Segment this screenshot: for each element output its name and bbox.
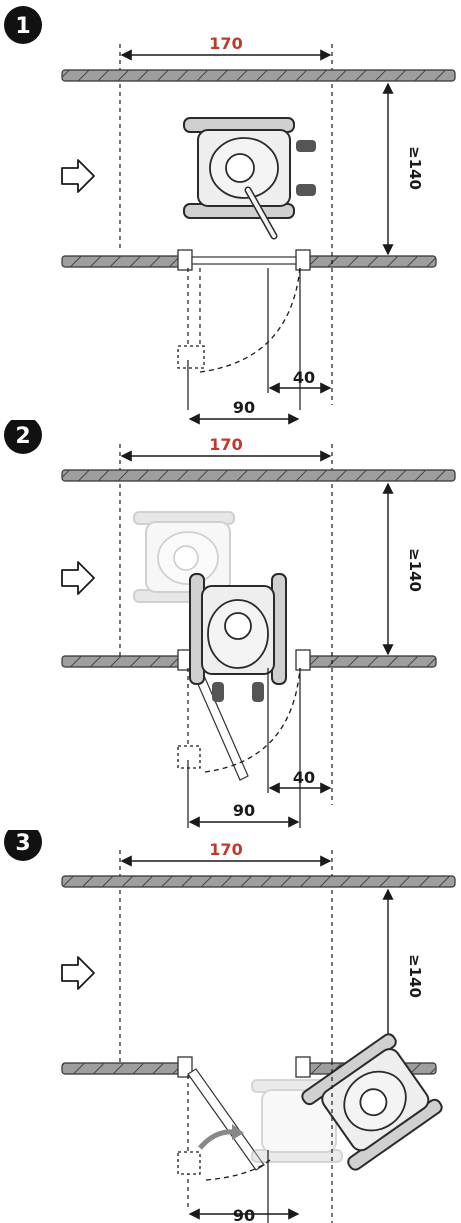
width-dimension: 170 bbox=[119, 840, 333, 1066]
curved-arrow-icon bbox=[198, 1124, 244, 1150]
door-label: 90 bbox=[233, 398, 255, 417]
panel-1: 1 170 ≥140 bbox=[0, 0, 461, 410]
side-label: 40 bbox=[293, 768, 315, 787]
door-label: 90 bbox=[233, 801, 255, 820]
side-label: 40 bbox=[293, 368, 315, 387]
width-label: 170 bbox=[209, 435, 242, 454]
door-label: 90 bbox=[233, 1206, 255, 1223]
clearance-label: ≥140 bbox=[406, 954, 424, 998]
clearance-dimension: ≥140 bbox=[382, 888, 424, 1063]
corridor-wall-bottom bbox=[61, 249, 437, 271]
corridor-wall-top bbox=[61, 875, 456, 888]
panel-1-door-dim: 90 bbox=[0, 395, 461, 425]
panel-1-drawing: 1 170 ≥140 bbox=[4, 6, 456, 410]
step-badge: 1 bbox=[4, 6, 42, 44]
panel-2: 2 170 ≥140 bbox=[0, 420, 461, 830]
corridor-wall-bottom bbox=[61, 649, 437, 781]
door-dimension: 90 bbox=[188, 1206, 300, 1223]
step-number: 3 bbox=[15, 831, 30, 856]
clearance-dimension: ≥140 bbox=[382, 482, 424, 656]
panel-3: 3 170 ≥140 bbox=[0, 830, 461, 1223]
wheelchair-user-icon bbox=[189, 573, 287, 702]
step-number: 1 bbox=[15, 14, 30, 39]
panel-3-drawing: 3 170 ≥140 bbox=[4, 830, 456, 1223]
corridor-wall-top bbox=[61, 469, 456, 482]
panel-2-drawing: 2 170 ≥140 bbox=[4, 420, 456, 828]
corridor-wall-top bbox=[61, 69, 456, 82]
door-swing bbox=[177, 667, 301, 773]
door-swing bbox=[177, 1061, 333, 1223]
step-badge: 2 bbox=[4, 420, 42, 454]
wheelchair-user-icon bbox=[301, 1033, 443, 1171]
arrow-right-icon bbox=[61, 159, 95, 193]
door-dimension: 40 90 bbox=[187, 652, 333, 828]
step-number: 2 bbox=[15, 424, 30, 449]
wheelchair-user-icon bbox=[183, 117, 316, 240]
arrow-right-icon bbox=[61, 956, 95, 990]
arrow-right-icon bbox=[61, 561, 95, 595]
clearance-dimension: ≥140 bbox=[382, 82, 424, 256]
clearance-label: ≥140 bbox=[406, 548, 424, 592]
clearance-label: ≥140 bbox=[406, 146, 424, 190]
door-swing bbox=[177, 267, 301, 373]
width-label: 170 bbox=[209, 34, 242, 53]
width-label: 170 bbox=[209, 840, 242, 859]
step-badge: 3 bbox=[4, 830, 42, 861]
door-dimension: 40 bbox=[187, 252, 333, 410]
wheelchair-user-ghost-icon bbox=[133, 511, 235, 603]
